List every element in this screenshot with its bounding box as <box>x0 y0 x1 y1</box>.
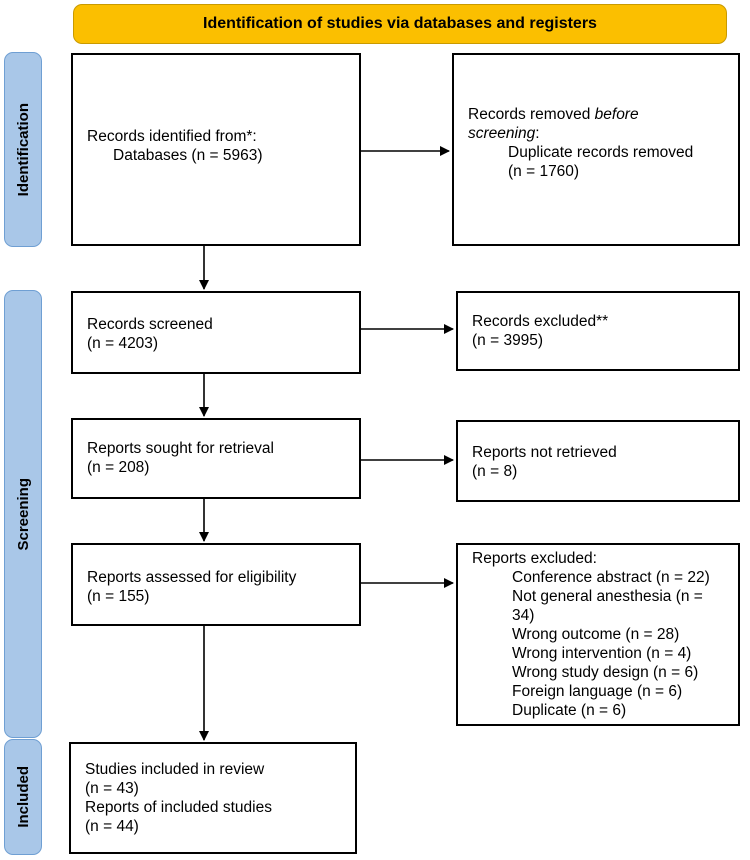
box-records-removed: Records removed before screening: Duplic… <box>452 53 740 246</box>
records-screened-line2: (n = 4203) <box>87 335 159 352</box>
box-reports-not-retrieved: Reports not retrieved (n = 8) <box>456 420 740 502</box>
exclusion-reason: Duplicate (n = 6) <box>512 702 627 719</box>
exclusion-reason: Foreign language (n = 6) <box>512 683 683 700</box>
records-removed-line1: Records removed before <box>468 106 639 123</box>
exclusion-reason: 34) <box>512 607 535 624</box>
box-reports-sought: Reports sought for retrieval (n = 208) <box>71 418 361 499</box>
box-reports-excluded: Reports excluded: Conference abstract (n… <box>456 543 740 726</box>
studies-included-line1: Studies included in review <box>85 761 265 778</box>
records-screened-line1: Records screened <box>87 316 213 333</box>
header-title: Identification of studies via databases … <box>203 15 597 32</box>
reports-assessed-line2: (n = 155) <box>87 588 150 605</box>
records-removed-line3: Duplicate records removed <box>508 144 694 161</box>
box-records-excluded: Records excluded** (n = 3995) <box>456 291 740 371</box>
exclusion-reason: Wrong outcome (n = 28) <box>512 626 680 643</box>
reports-not-retrieved-line2: (n = 8) <box>472 463 518 480</box>
box-records-screened: Records screened (n = 4203) <box>71 291 361 374</box>
box-studies-included: Studies included in review (n = 43) Repo… <box>69 742 357 854</box>
records-excluded-line2: (n = 3995) <box>472 332 544 349</box>
records-identified-line2: Databases (n = 5963) <box>113 147 263 164</box>
box-reports-assessed: Reports assessed for eligibility (n = 15… <box>71 543 361 626</box>
studies-included-line2: (n = 43) <box>85 780 139 797</box>
exclusion-reason: Wrong study design (n = 6) <box>512 664 699 681</box>
stage-included: Included <box>4 739 42 855</box>
exclusion-reason: Wrong intervention (n = 4) <box>512 645 692 662</box>
records-removed-line2: screening: <box>468 125 540 142</box>
exclusion-reason: Not general anesthesia (n = <box>512 588 703 605</box>
studies-included-line3: Reports of included studies <box>85 799 272 816</box>
stage-identification: Identification <box>4 52 42 247</box>
box-records-identified: Records identified from*: Databases (n =… <box>71 53 361 246</box>
records-excluded-line1: Records excluded** <box>472 313 609 330</box>
reports-not-retrieved-line1: Reports not retrieved <box>472 444 617 461</box>
reports-assessed-line1: Reports assessed for eligibility <box>87 569 297 586</box>
reports-sought-line1: Reports sought for retrieval <box>87 440 274 457</box>
records-removed-line4: (n = 1760) <box>508 163 580 180</box>
records-identified-line1: Records identified from*: <box>87 128 257 145</box>
exclusion-reason: Conference abstract (n = 22) <box>512 569 710 586</box>
reports-sought-line2: (n = 208) <box>87 459 150 476</box>
diagram-header: Identification of studies via databases … <box>73 4 727 44</box>
reports-excluded-title: Reports excluded: <box>472 550 597 567</box>
studies-included-line4: (n = 44) <box>85 818 139 835</box>
stage-screening: Screening <box>4 290 42 738</box>
